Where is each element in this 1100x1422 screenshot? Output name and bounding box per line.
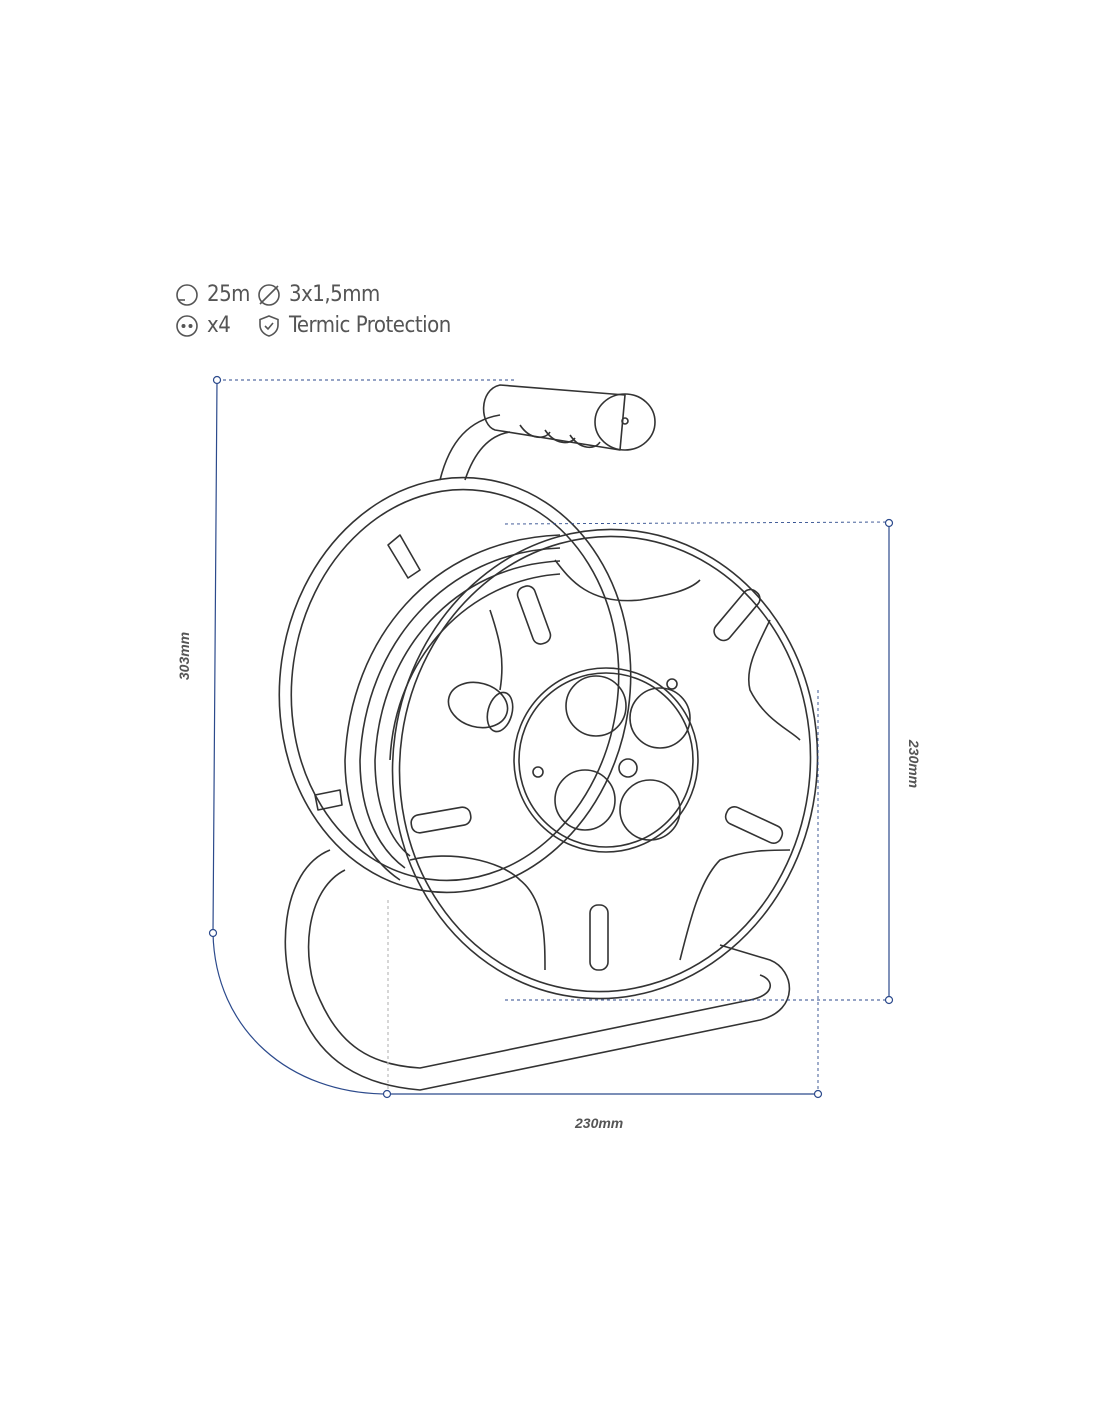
winding-knob [447, 681, 509, 729]
spec-protection-value: Termic Protection [289, 313, 451, 338]
spec-protection: Termic Protection [257, 313, 451, 338]
hub-star [409, 559, 801, 971]
socket-icon [176, 314, 198, 337]
spec-sockets: x4 [175, 313, 231, 338]
handle-arm [439, 414, 511, 481]
diameter-icon [258, 283, 280, 306]
spec-length: 25m [175, 282, 250, 307]
spec-length-value: 25m [207, 282, 250, 307]
spec-section-value: 3x1,5mm [289, 282, 380, 307]
base-frame [284, 849, 791, 1091]
cable-coil-icon [176, 283, 198, 306]
shield-check-icon [259, 314, 279, 337]
dimension-lines [208, 375, 894, 1099]
width-dimension-label: 230mm [575, 1115, 624, 1131]
height-dimension-label: 303mm [176, 631, 193, 681]
spec-section: 3x1,5mm [257, 282, 380, 307]
handle [482, 384, 656, 451]
back-flange [278, 476, 632, 894]
front-flange [391, 528, 819, 1000]
cable-coil [344, 534, 561, 881]
sockets [532, 675, 691, 841]
socket-plate [513, 667, 699, 853]
spec-sockets-value: x4 [207, 313, 231, 338]
diameter-dimension-label: 230mm [906, 739, 923, 789]
